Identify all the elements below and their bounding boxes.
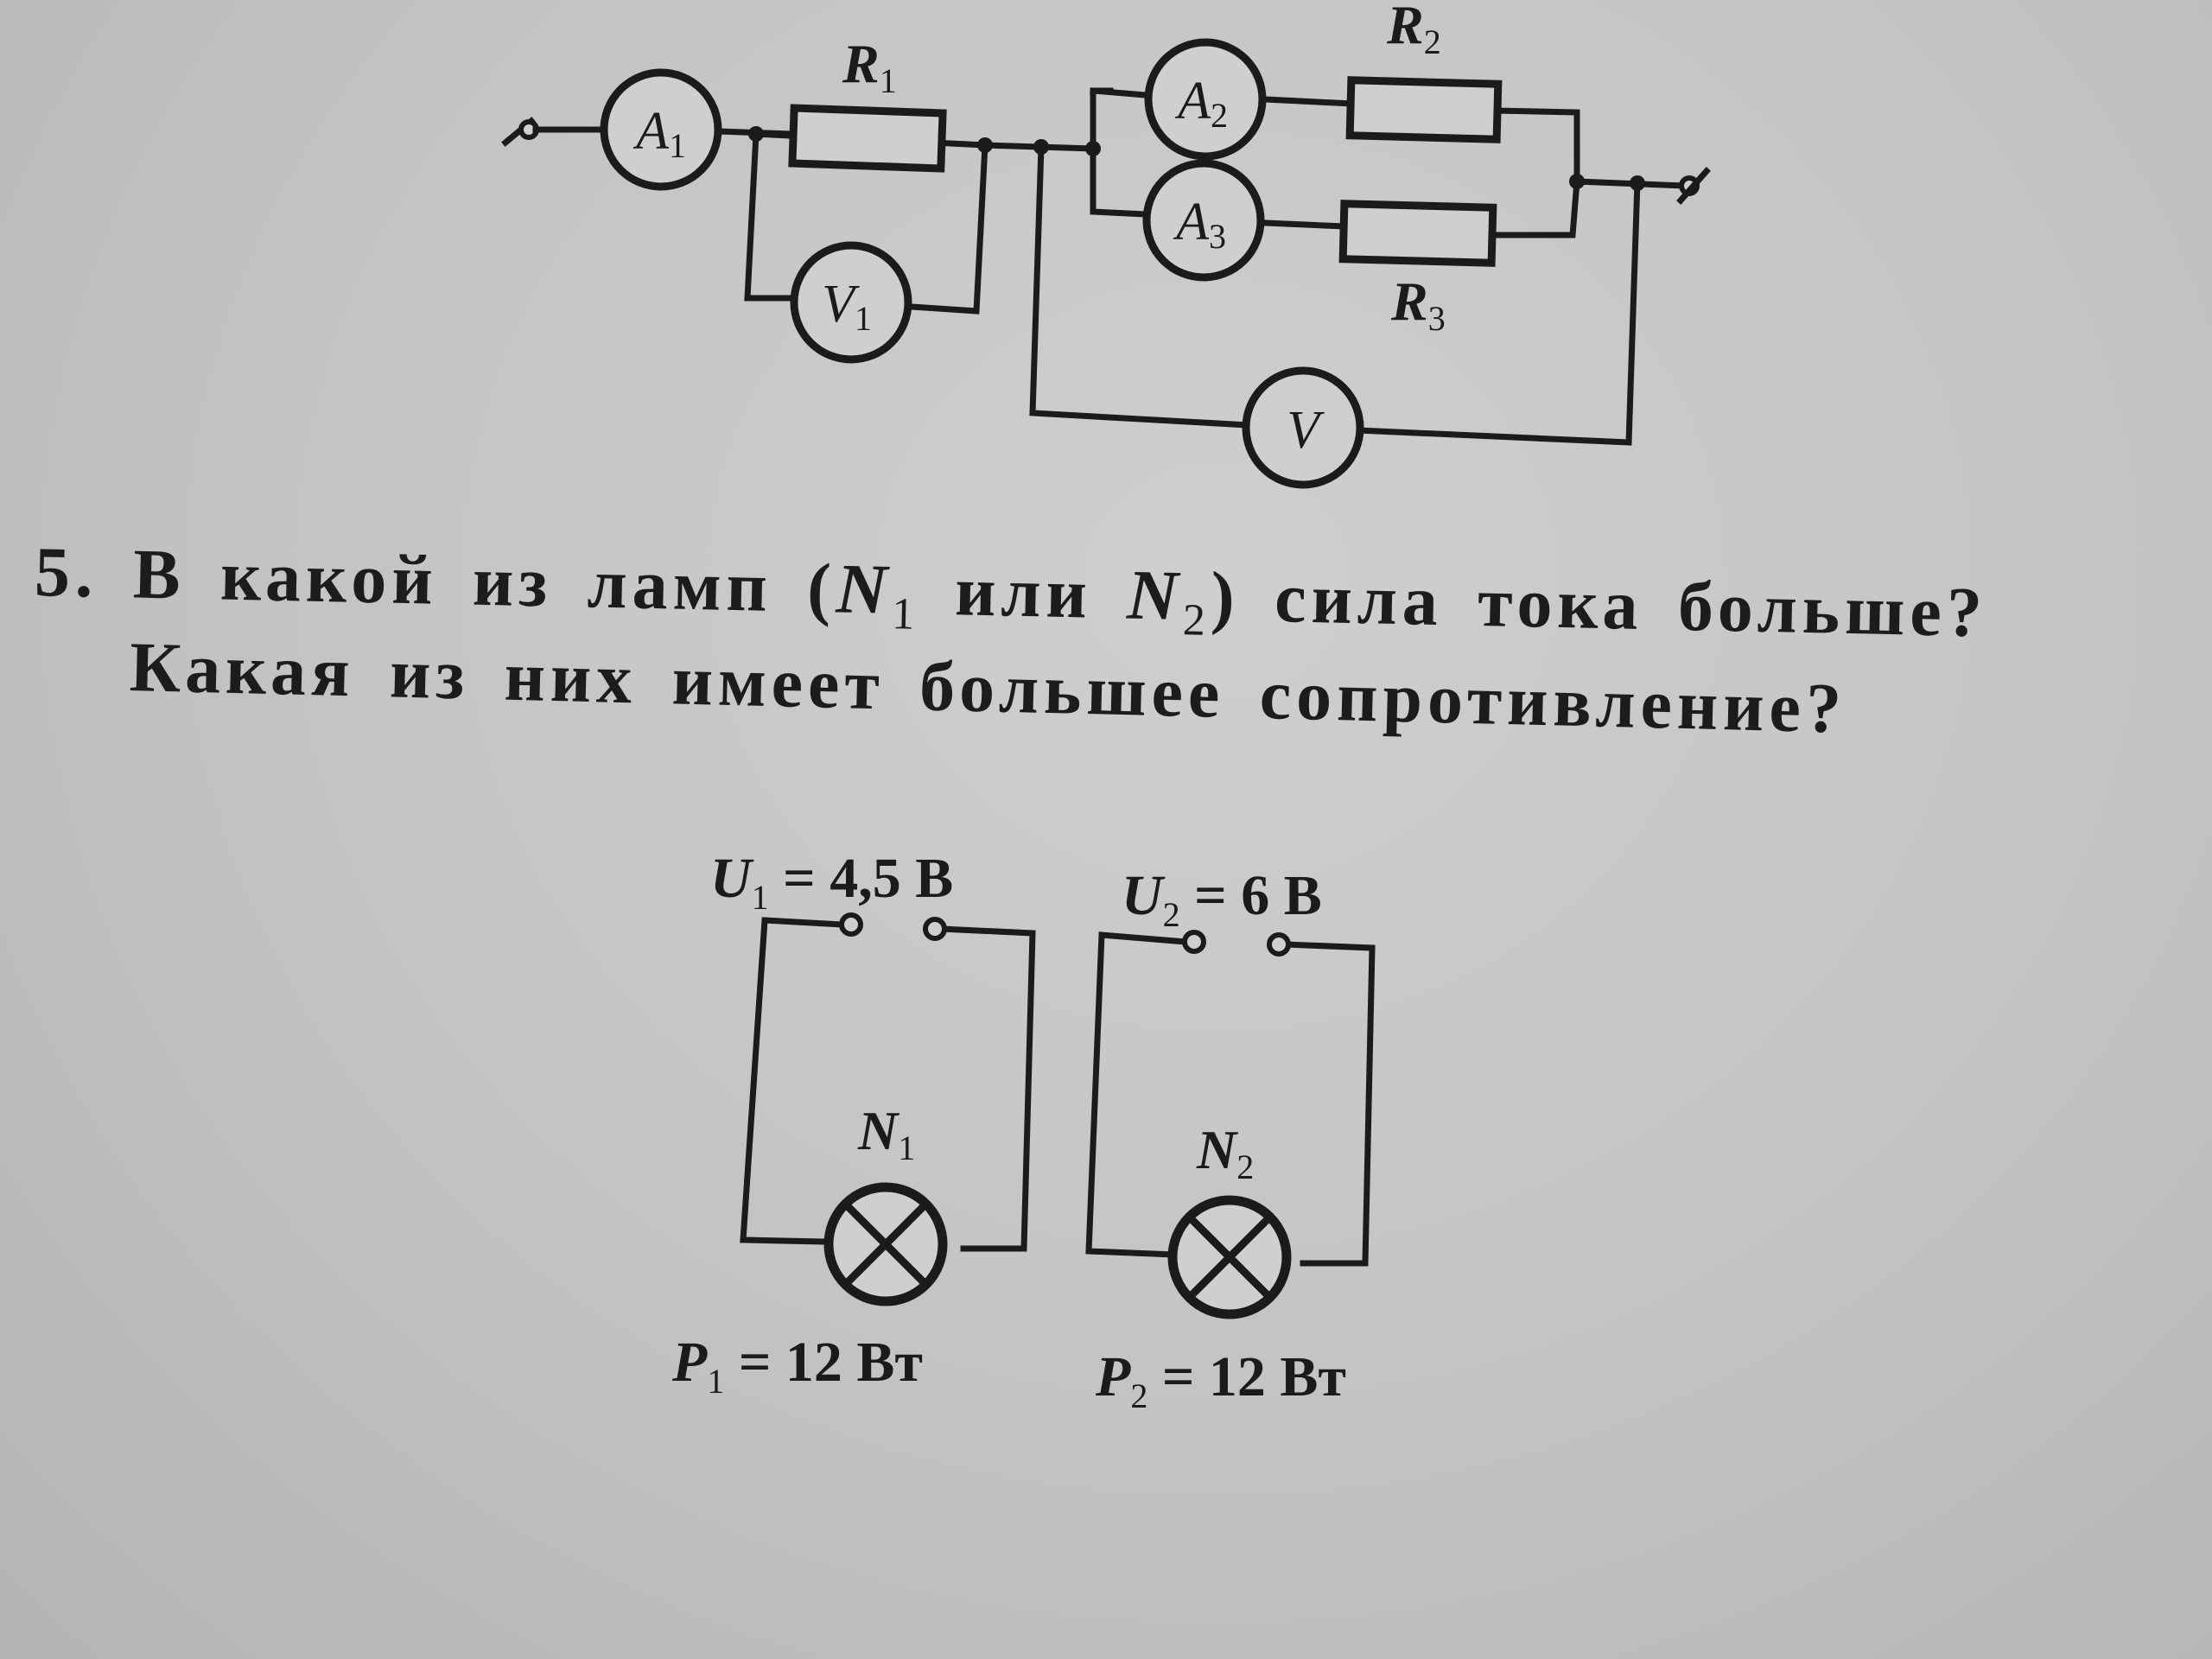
lamp-symbol-n1: N <box>835 549 893 629</box>
wire <box>1487 178 1580 238</box>
junction-node <box>1033 139 1049 155</box>
wire <box>908 142 988 315</box>
resistor-r3 <box>1338 200 1497 267</box>
svg-text:V: V <box>1287 401 1325 460</box>
voltmeter-v1: V1 <box>790 241 912 364</box>
or-word: или <box>918 550 1128 634</box>
ammeter-a1: A1 <box>600 68 722 191</box>
junction-node <box>748 126 764 142</box>
wire <box>740 917 846 1245</box>
wire <box>1262 96 1356 107</box>
junction-node <box>1630 175 1645 191</box>
wire <box>938 925 1036 1252</box>
svg-text:V1: V1 <box>822 275 872 338</box>
label-r1: R1 <box>842 33 897 100</box>
wire <box>744 130 794 302</box>
power-p2: P2 = 12 Вт <box>1095 1345 1346 1415</box>
terminal <box>839 912 863 937</box>
junction-node <box>977 137 993 153</box>
junction-node <box>1569 174 1585 189</box>
svg-text:A2: A2 <box>1174 72 1228 135</box>
terminal <box>1182 930 1206 954</box>
question-part-2: ) сила тока больше? <box>1210 556 1988 652</box>
wire <box>1491 107 1580 185</box>
question-part-1: В какой из ламп ( <box>132 534 837 628</box>
label-n2: N2 <box>1196 1119 1254 1186</box>
problem-number: 5. <box>34 532 99 613</box>
voltmeter-v: V <box>1242 366 1364 489</box>
wire <box>1262 219 1347 230</box>
wire <box>1085 931 1189 1258</box>
ammeter-a2: A2 <box>1144 38 1267 161</box>
label-r2: R2 <box>1386 0 1441 61</box>
terminal <box>1267 932 1291 957</box>
resistor-r2 <box>1345 76 1503 143</box>
power-p1: P1 = 12 Вт <box>671 1331 923 1401</box>
lamp-circuit-n2: U2 = 6 В N2 P2 = 12 Вт <box>1085 864 1376 1415</box>
terminal <box>923 917 947 941</box>
junction-node <box>1085 141 1101 156</box>
lamp-n1 <box>823 1182 948 1306</box>
circuit-diagram-1: A1 R1 V1 A2 R2 A3 R <box>501 0 1711 489</box>
lamp-circuit-n1: U1 = 4,5 В N1 P1 = 12 Вт <box>671 847 1036 1401</box>
lamp-n2 <box>1167 1195 1292 1319</box>
ammeter-a3: A3 <box>1142 159 1265 282</box>
svg-text:A1: A1 <box>632 102 686 165</box>
wire <box>1355 178 1641 446</box>
svg-text:A3: A3 <box>1173 193 1226 256</box>
lamp-symbol-n2: N <box>1126 555 1185 635</box>
label-n1: N1 <box>857 1100 915 1167</box>
wire <box>1029 143 1252 429</box>
wire <box>1090 87 1148 218</box>
label-r3: R3 <box>1390 270 1446 338</box>
lamp-index-n2: 2 <box>1182 595 1211 645</box>
output-terminal-slash <box>1676 167 1711 205</box>
wire <box>1090 87 1148 99</box>
voltage-u2: U2 = 6 В <box>1122 864 1322 934</box>
wire <box>1282 941 1376 1267</box>
voltage-u1: U1 = 4,5 В <box>710 847 953 917</box>
resistor-r1 <box>788 104 947 173</box>
lamp-index-n1: 1 <box>891 589 920 639</box>
